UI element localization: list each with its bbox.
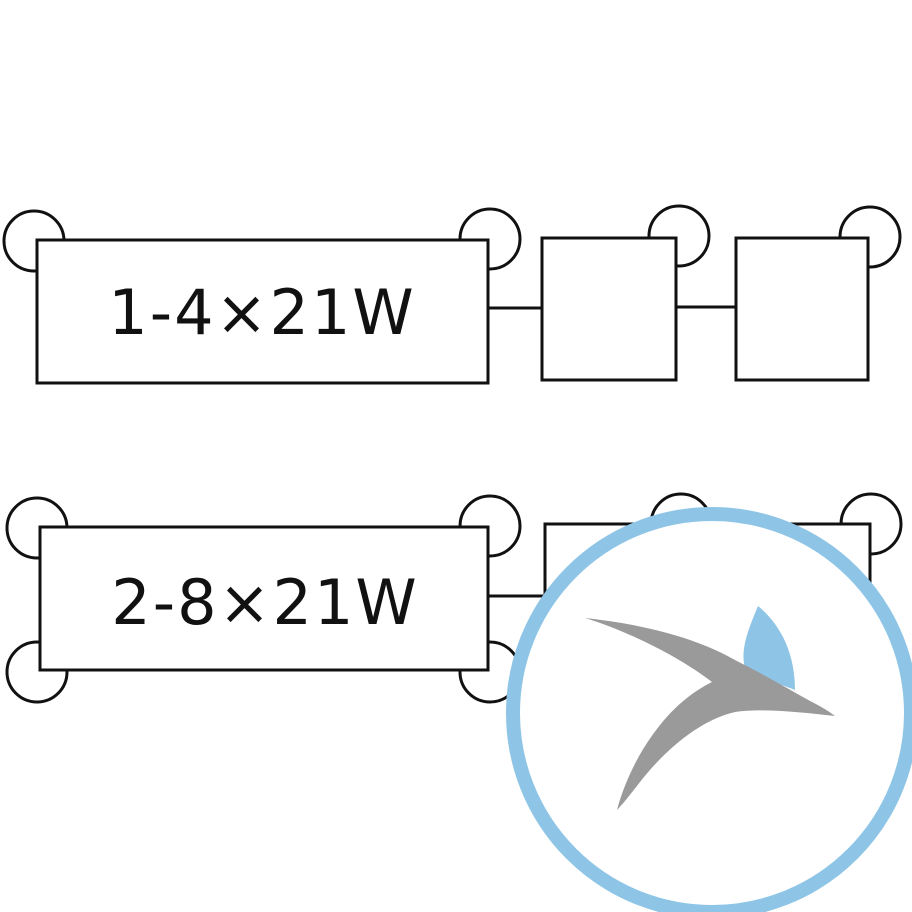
load-box: [540, 236, 678, 382]
bird-wing-accent-icon: [743, 606, 795, 690]
row-1-rating-label: 1-4×21W: [108, 276, 415, 349]
bird-logo-icon: [585, 606, 835, 810]
row-1: 1-4×21W: [2, 204, 902, 385]
flasher-relay-box: [38, 525, 490, 672]
flasher-relay-box: [35, 238, 490, 385]
watermark-logo: [506, 507, 912, 912]
load-box: [734, 236, 870, 382]
bird-body-icon: [585, 618, 835, 810]
row-2-rating-label: 2-8×21W: [111, 566, 418, 639]
